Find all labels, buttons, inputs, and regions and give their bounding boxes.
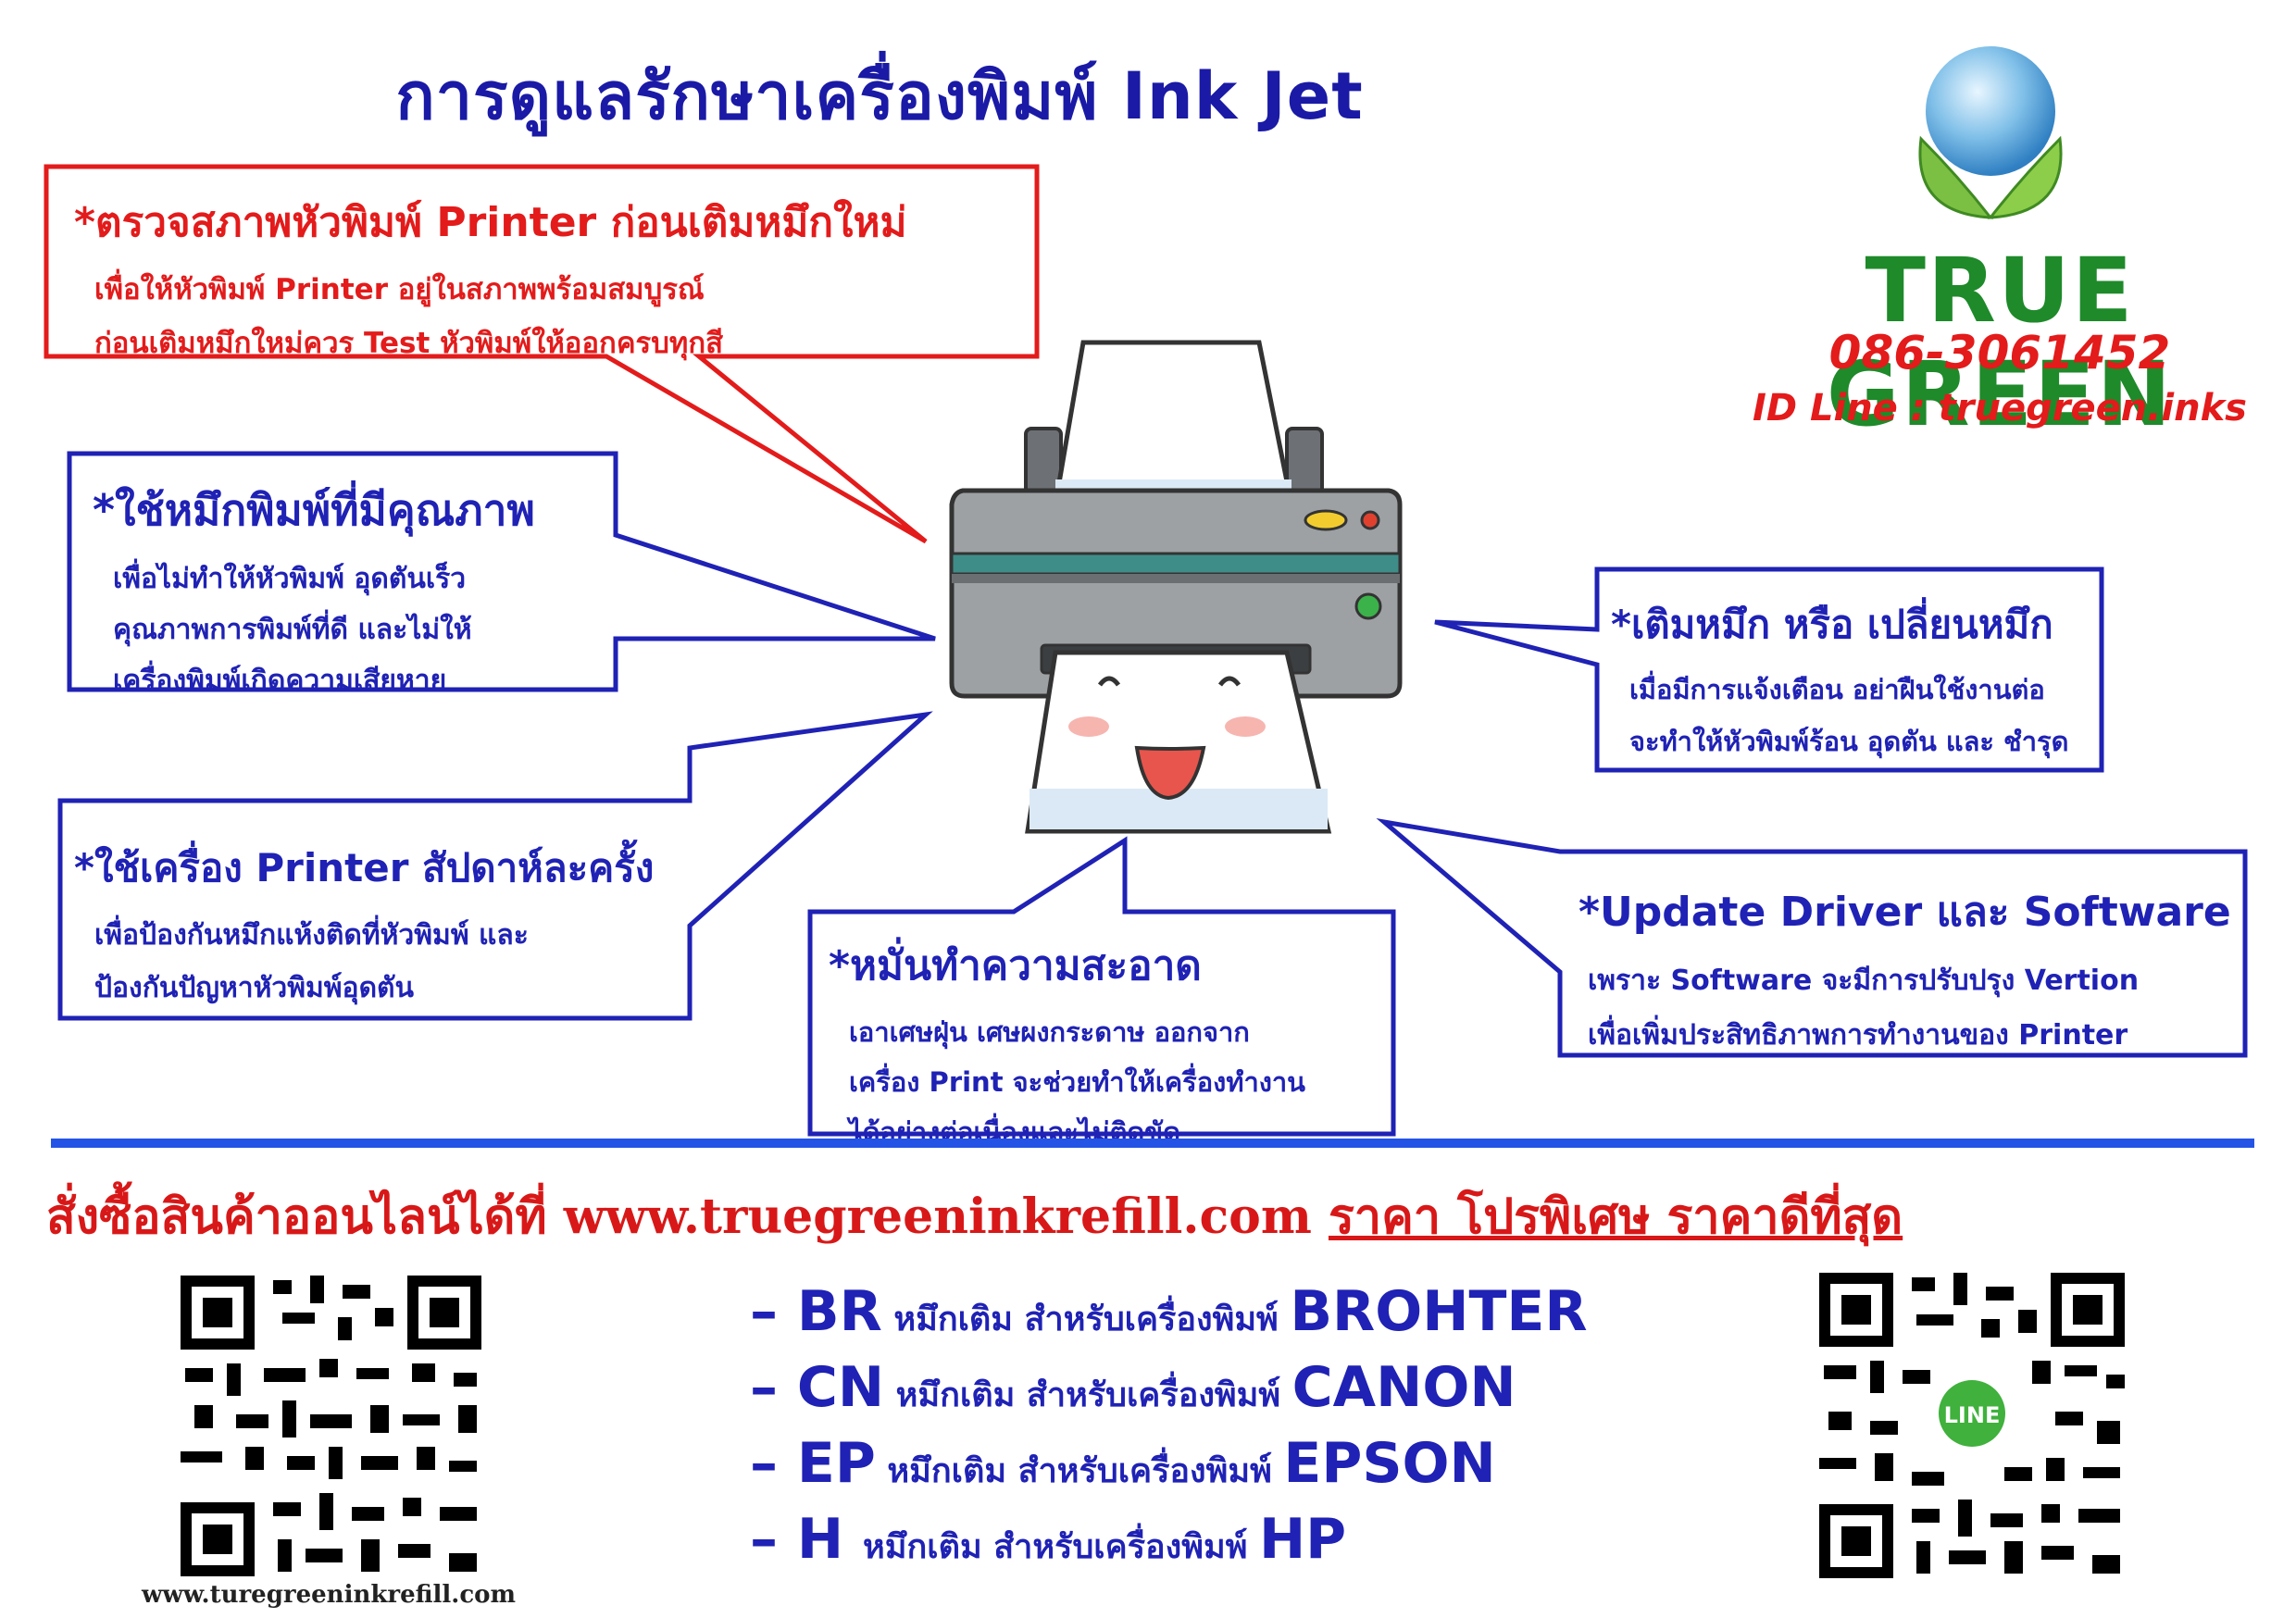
brand-line-id: ID Line : truegreen.inks	[1752, 387, 2247, 429]
product-brand: EPSON	[1283, 1431, 1496, 1496]
order-prefix: สั่งซื้อสินค้าออนไลน์ได้ที่ www.truegree…	[46, 1189, 1329, 1245]
tip-weekly-use-line1: เพื่อป้องกันหมึกแห้งติดที่หัวพิมพ์ และ	[94, 919, 529, 952]
tip-cleaning: *หมั่นทำความสะอาด เอาเศษฝุ่น เศษผงกระดาษ…	[829, 933, 1305, 1153]
tip-check-head-line1: เพื่อให้หัวพิมพ์ Printer อยู่ในสภาพพร้อม…	[94, 273, 705, 306]
tip-quality-ink-heading: *ใช้หมึกพิมพ์ที่มีคุณภาพ	[93, 485, 535, 535]
tip-weekly-use-line2: ป้องกันปัญหาหัวพิมพ์อุดตัน	[94, 972, 415, 1004]
tip-weekly-use-heading: *ใช้เครื่อง Printer สัปดาห์ละครั้ง	[74, 845, 655, 890]
product-item-cn: – CN หมึกเติม สำหรับเครื่องพิมพ์ CANON	[750, 1355, 1588, 1431]
tip-refill: *เติมหมึก หรือ เปลี่ยนหมึก เมื่อมีการแจ้…	[1611, 594, 2068, 763]
callout-quality-ink	[67, 451, 936, 692]
tip-cleaning-line2: เครื่อง Print จะช่วยทำให้เครื่องทำงาน	[849, 1066, 1305, 1098]
brand-phone: 086-3061452	[1828, 326, 2171, 380]
callout-cleaning	[807, 836, 1396, 1137]
tip-update-heading: *Update Driver และ Software	[1578, 889, 2231, 936]
callout-weekly-use	[57, 711, 933, 1021]
tip-update-line1: เพราะ Software จะมีการปรับปรุง Vertion	[1588, 965, 2140, 997]
callout-check-head	[44, 164, 1040, 544]
product-desc: หมึกเติม สำหรับเครื่องพิมพ์	[884, 1376, 1292, 1414]
tip-check-head-heading: *ตรวจสภาพหัวพิมพ์ Printer ก่อนเติมหมึกให…	[74, 199, 907, 246]
tip-quality-ink-line1: เพื่อไม่ทำให้หัวพิมพ์ อุดตันเร็ว	[113, 563, 467, 595]
tip-weekly-use: *ใช้เครื่อง Printer สัปดาห์ละครั้ง เพื่อ…	[74, 838, 654, 1010]
printer-illustration	[949, 340, 1403, 834]
product-desc: หมึกเติม สำหรับเครื่องพิมพ์	[881, 1301, 1291, 1338]
product-brand: BROHTER	[1290, 1279, 1588, 1344]
tip-cleaning-line1: เอาเศษฝุ่น เศษผงกระดาษ ออกจาก	[849, 1016, 1250, 1048]
tip-refill-line2: จะทำให้หัวพิมพ์ร้อน อุดตัน และ ชำรุด	[1629, 726, 2069, 757]
tip-check-head-line2: ก่อนเติมหมึกใหม่ควร Test หัวพิมพ์ให้ออกค…	[94, 327, 724, 360]
qr-caption: www.turegreeninkrefill.com	[141, 1581, 517, 1609]
page-title: การดูแลรักษาเครื่องพิมพ์ Ink Jet	[395, 58, 1364, 134]
product-code: – BR	[750, 1279, 882, 1344]
tip-quality-ink-line2: คุณภาพการพิมพ์ที่ดี และไม่ให้	[113, 614, 472, 646]
product-item-br: – BR หมึกเติม สำหรับเครื่องพิมพ์ BROHTER	[750, 1279, 1588, 1355]
order-line: สั่งซื้อสินค้าออนไลน์ได้ที่ www.truegree…	[46, 1177, 2268, 1254]
product-code: – H	[750, 1507, 863, 1572]
tip-quality-ink-line3: เครื่องพิมพ์เกิดความเสียหาย	[113, 665, 447, 697]
product-list: – BR หมึกเติม สำหรับเครื่องพิมพ์ BROHTER…	[750, 1279, 1588, 1583]
true-green-logo-icon	[1918, 46, 2063, 219]
product-brand: HP	[1258, 1507, 1347, 1572]
product-item-ep: – EP หมึกเติม สำหรับเครื่องพิมพ์ EPSON	[750, 1431, 1588, 1507]
website-qr-code[interactable]	[181, 1276, 481, 1576]
divider-rule	[51, 1139, 2254, 1148]
product-code: – EP	[750, 1431, 876, 1496]
product-desc: หมึกเติม สำหรับเครื่องพิมพ์	[863, 1528, 1259, 1566]
tip-update-line2: เพื่อเพิ่มประสิทธิภาพการทำงานของ Printer	[1588, 1019, 2128, 1052]
callout-refill	[1434, 566, 2104, 773]
product-item-h: – H หมึกเติม สำหรับเครื่องพิมพ์ HP	[750, 1507, 1588, 1583]
product-desc: หมึกเติม สำหรับเครื่องพิมพ์	[875, 1452, 1284, 1490]
tip-update: *Update Driver และ Software เพราะ Softwa…	[1578, 879, 2231, 1057]
product-brand: CANON	[1292, 1355, 1516, 1420]
tip-refill-line1: เมื่อมีการแจ้งเตือน อย่าฝืนใช้งานต่อ	[1629, 674, 2045, 705]
callout-update	[1376, 818, 2248, 1058]
brand-name: TRUE GREEN	[1826, 239, 2174, 446]
tip-cleaning-heading: *หมั่นทำความสะอาด	[829, 942, 1202, 989]
line-badge-text: LINE	[1944, 1402, 2001, 1428]
product-code: – CN	[750, 1355, 885, 1420]
line-qr-code[interactable]: LINE	[1819, 1273, 2125, 1578]
order-promo[interactable]: ราคา โปรพิเศษ ราคาดีที่สุด	[1328, 1189, 1903, 1245]
tip-check-head: *ตรวจสภาพหัวพิมพ์ Printer ก่อนเติมหมึกให…	[74, 190, 906, 366]
tip-refill-heading: *เติมหมึก หรือ เปลี่ยนหมึก	[1611, 602, 2053, 647]
tip-quality-ink: *ใช้หมึกพิมพ์ที่มีคุณภาพ เพื่อไม่ทำให้หั…	[93, 477, 535, 703]
